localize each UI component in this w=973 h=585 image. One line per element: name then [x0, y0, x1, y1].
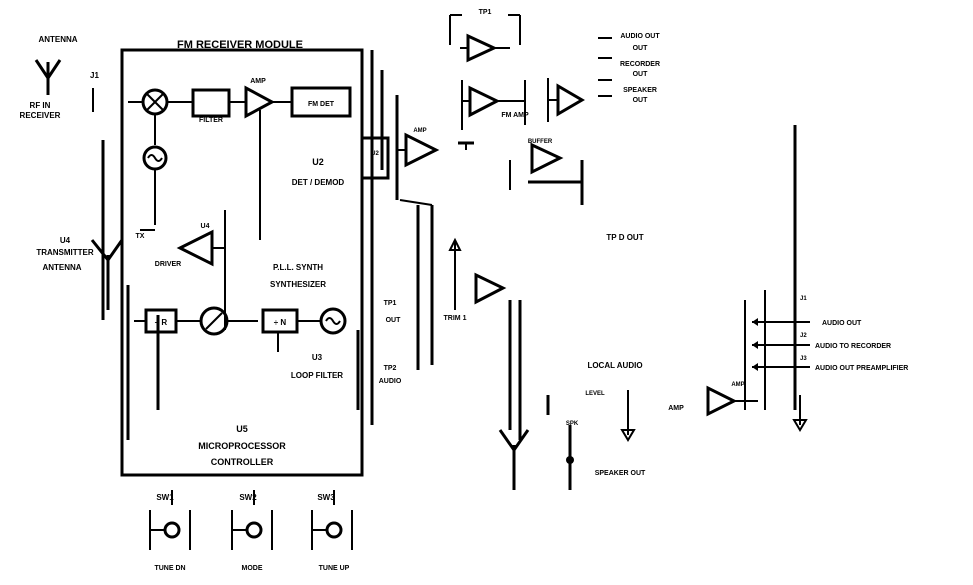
tune-up-label: TUNE UP: [319, 565, 350, 572]
buffer-label: BUFFER: [528, 139, 553, 145]
u5-label: U5: [236, 424, 248, 434]
tp-d-label: TP D OUT: [606, 233, 643, 242]
j1-left-label: J1: [90, 71, 99, 80]
j2-label: J2: [800, 333, 807, 339]
mode-label: MODE: [242, 565, 263, 572]
filter-block-1: [191, 88, 231, 118]
output-amp-icon: [706, 385, 738, 417]
u4-label: U4: [201, 223, 210, 230]
tx-marker: TX: [136, 233, 145, 240]
phase-detector-icon: [199, 306, 229, 336]
u4-sub-text: TRANSMITTER: [36, 248, 94, 257]
driver-icon: [176, 229, 214, 267]
driver-label: DRIVER: [155, 261, 181, 268]
fm-amp-icon: [468, 85, 501, 118]
audio-out-arrows: [598, 37, 612, 97]
tp1-sub-label: OUT: [386, 317, 402, 324]
fm-module-title: FM RECEIVER MODULE: [177, 39, 303, 51]
buffer-icon: [530, 142, 564, 175]
mixer-icon: [141, 88, 169, 116]
filter-block-1-label: FILTER: [199, 117, 223, 124]
antenna-label: ANTENNA: [38, 35, 77, 44]
antenna-icon: [34, 59, 62, 95]
rec-out2-label: OUT: [633, 71, 649, 78]
spkr-out-label: SPEAKER: [623, 87, 657, 94]
mid-amp-label: AMP: [413, 128, 426, 134]
tp2-sub-label: AUDIO: [379, 378, 402, 385]
antenna-mid-label: ANTENNA: [42, 263, 81, 272]
spkr-out2-label: OUT: [633, 97, 649, 104]
audio-to-recorder-label: AUDIO TO RECORDER: [815, 343, 891, 350]
rf-in-label: RF IN: [30, 101, 51, 110]
buffer-amp-icon: [556, 83, 585, 117]
trim1-label: TRIM 1: [444, 315, 467, 322]
tp1-label: TP1: [384, 300, 397, 307]
oscillator-icon: [142, 145, 168, 171]
tp2-label: TP2: [384, 365, 397, 372]
switch-matrix-text: U2: [371, 151, 379, 157]
audio-out-label: AUDIO OUT: [822, 320, 862, 327]
fm-det-block: [290, 86, 352, 118]
module-antenna-icon: [90, 239, 124, 310]
divider-block-1-text: ÷ R: [155, 318, 168, 327]
j1-label: J1: [800, 296, 807, 302]
ground-symbol-top: [458, 141, 474, 150]
u2-label: U2: [312, 157, 324, 167]
vco-icon: [319, 307, 347, 335]
amp-top-label: AMP: [250, 78, 266, 85]
fm-receiver-module-box: [120, 48, 364, 477]
top-amp-block: [449, 14, 521, 63]
amp-bottom-label: AMP: [731, 382, 744, 388]
amp-bottom-side-label: AMP: [668, 405, 684, 412]
rec-out-label: RECORDER: [620, 61, 660, 68]
switch-matrix-block: [360, 136, 390, 180]
bottom-antenna-icon: [498, 429, 530, 490]
spk-ref-label: SPK: [566, 421, 579, 427]
top-amp-label: TP1: [479, 9, 492, 16]
trim-amp-icon: [474, 272, 507, 305]
local-audio-label: LOCAL AUDIO: [587, 361, 642, 370]
divider-block-2-text: ÷ N: [274, 318, 287, 327]
level-label: LEVEL: [585, 391, 605, 397]
sw3-label: SW3: [317, 493, 335, 502]
speaker-out-label: SPEAKER OUT: [595, 470, 646, 477]
pll-label: P.L.L. SYNTH: [273, 263, 323, 272]
audio-out-r2-label: OUT: [633, 45, 649, 52]
j3-label: J3: [800, 356, 807, 362]
jack-arrows: [752, 318, 810, 371]
switch-sw2: [231, 490, 273, 550]
u5-sub: CONTROLLER: [211, 457, 274, 467]
u4-text: U4: [60, 236, 71, 245]
tune-dn-label: TUNE DN: [154, 565, 185, 572]
if-amp-icon: [244, 85, 276, 119]
rf-in-sub-label: RECEIVER: [20, 111, 61, 120]
u3-label: U3: [312, 353, 323, 362]
speaker-out-dot: [566, 456, 574, 464]
u5-title: MICROPROCESSOR: [198, 441, 286, 451]
switch-sw3: [311, 490, 353, 550]
pll-sub-label: SYNTHESIZER: [270, 280, 326, 289]
audio-out-preamp-label: AUDIO OUT PREAMPLIFIER: [815, 365, 908, 372]
fm-det-label: FM DET: [308, 101, 335, 108]
sw2-label: SW2: [239, 493, 257, 502]
mid-amp-icon: [404, 132, 440, 168]
u3-sub-label: LOOP FILTER: [291, 371, 343, 380]
switch-sw1: [149, 490, 191, 550]
audio-out-r-label: AUDIO OUT: [620, 33, 660, 40]
u2-sub-label: DET / DEMOD: [292, 178, 345, 187]
sw1-label: SW1: [156, 493, 174, 502]
fm-amp-label: FM AMP: [501, 112, 529, 119]
